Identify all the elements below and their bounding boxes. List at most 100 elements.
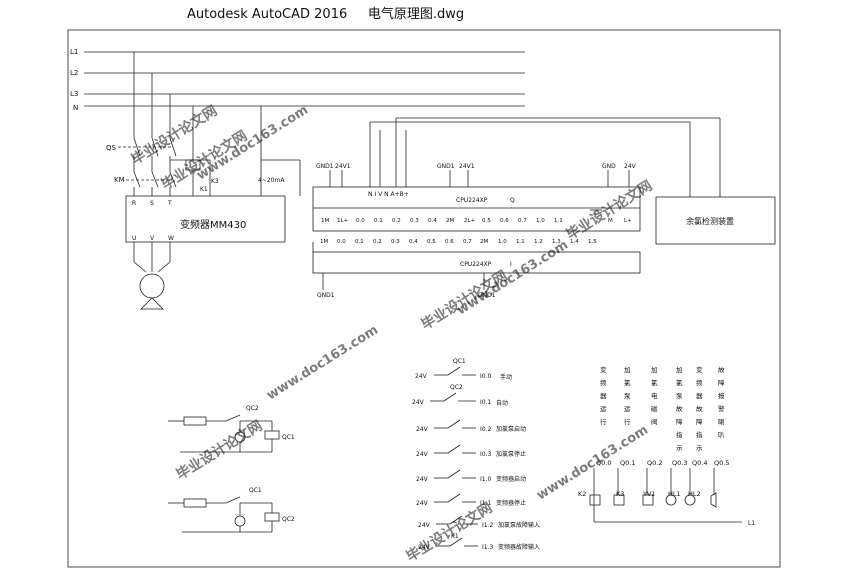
plc-out-term: 1L+ (337, 218, 349, 224)
plc-in-term: 0.6 (445, 239, 454, 245)
svg-text:变频器故障输入: 变频器故障输入 (498, 543, 540, 551)
drawing-frame (67, 29, 781, 568)
side1-coil-label: QC1 (282, 434, 295, 441)
side1-contact-label: QC2 (246, 405, 259, 412)
svg-text:加氯泵停止: 加氯泵停止 (496, 450, 526, 458)
output-col-device: K2 (578, 490, 586, 498)
motor-symbol (139, 273, 165, 299)
svg-text:QC1: QC1 (453, 358, 466, 365)
inv-term-v: V (150, 235, 155, 242)
plc-in-gnd1: GND1 (317, 292, 335, 299)
output-col-desc: 加氯电磁阀 (651, 365, 658, 426)
output-col-addr: Q0.2 (647, 459, 662, 467)
plc-out-term: 2L+ (464, 218, 476, 224)
plc-out-term: 0.5 (482, 218, 491, 224)
plc-out-term: M (608, 218, 613, 224)
plc-in-term: 1.3 (552, 239, 561, 245)
plc-out-term: 0.3 (410, 218, 419, 224)
plc-out-top-24v: 24V (624, 163, 637, 170)
output-col-desc: 变频器运行 (600, 365, 607, 426)
plc-input-module (312, 251, 641, 274)
plc-out-term: 0.7 (518, 218, 527, 224)
svg-text:24V: 24V (416, 451, 429, 458)
svg-text:I0.2: I0.2 (480, 426, 491, 433)
svg-text:I0.3: I0.3 (480, 451, 491, 458)
svg-text:K1: K1 (451, 533, 459, 540)
plc-out-top-gnd1: GND1 (316, 163, 334, 170)
plc-comm-label: N I V N A+B+ (368, 191, 409, 198)
svg-text:24V: 24V (416, 500, 429, 507)
plc-out-term: 1.0 (536, 218, 545, 224)
output-line-l1: L1 (748, 520, 755, 527)
plc-in-term: 0.4 (409, 239, 418, 245)
plc-in-term: 0.1 (355, 239, 364, 245)
output-col-addr: Q0.1 (620, 459, 635, 467)
line-label-l3: L3 (70, 90, 78, 98)
plc-out-terminal-labels: 1M 1L+ 0.0 0.1 0.2 0.3 0.4 2M 2L+ 0.5 0.… (321, 218, 632, 224)
svg-text:I0.1: I0.1 (480, 399, 491, 406)
plc-out-top-gnd: GND (602, 163, 616, 170)
output-col-addr: Q0.3 (672, 459, 687, 467)
km-label: KM (114, 176, 125, 184)
analog-label: 4~20mA (258, 177, 285, 184)
svg-text:24V: 24V (412, 399, 425, 406)
plc-out-term: 2M (446, 218, 454, 224)
plc-in-term: 0.5 (427, 239, 436, 245)
svg-text:I1.1: I1.1 (480, 500, 491, 507)
plc-in-gnd1b: GND1 (478, 292, 496, 299)
plc-out-term: 0.0 (356, 218, 365, 224)
plc-in-term: 1.0 (498, 239, 507, 245)
plc-out-term: 1M (321, 218, 329, 224)
svg-text:毕业设计论文网: 毕业设计论文网 (418, 267, 510, 333)
window-title: Autodesk AutoCAD 2016 电气原理图.dwg (187, 7, 465, 22)
plc-out-term: 1.1 (554, 218, 563, 224)
output-col-desc: 加氯泵运行 (624, 365, 631, 426)
plc-in-term: 2M (480, 239, 488, 245)
plc-out-term: L+ (624, 218, 632, 224)
plc-in-term: 1.2 (534, 239, 543, 245)
svg-text:毕业设计论文网: 毕业设计论文网 (128, 102, 220, 168)
output-col-addr: Q0.0 (596, 459, 611, 467)
plc-out-term: 0.2 (392, 218, 401, 224)
output-col-addr: Q0.4 (692, 459, 707, 467)
output-col-desc: 故障报警喇叭 (718, 365, 725, 439)
plc-in-model: CPU224XP (460, 261, 492, 268)
svg-text:24V: 24V (418, 522, 431, 529)
plc-in-term: 1M (320, 239, 328, 245)
plc-out-top-24v1: 24V1 (335, 163, 351, 170)
output-col-device: YV1 (642, 490, 656, 498)
output-col-device: K3 (616, 490, 624, 498)
plc-out-term: 0.1 (374, 218, 383, 224)
plc-out-top-gnd1b: GND1 (437, 163, 455, 170)
svg-text:24V: 24V (418, 544, 431, 551)
svg-text:加氯泵故障输入: 加氯泵故障输入 (498, 521, 540, 529)
output-col-desc: 变频器故障指示 (696, 365, 703, 452)
inv-term-t: T (167, 200, 172, 207)
svg-text:毕业设计论文网: 毕业设计论文网 (403, 499, 495, 565)
output-col-device: HL2 (688, 490, 701, 498)
svg-text:I1.0: I1.0 (480, 476, 491, 483)
line-label-n: N (73, 104, 78, 112)
line-label-l1: L1 (70, 48, 78, 56)
plc-in-term: 1.4 (570, 239, 579, 245)
remote-device-box (655, 196, 776, 245)
plc-in-term: 0.0 (337, 239, 346, 245)
output-col-device: HL1 (668, 490, 681, 498)
inv-term-w: W (168, 235, 174, 242)
side2-contact-label: QC1 (249, 487, 262, 494)
svg-text:手动: 手动 (500, 373, 512, 381)
plc-in-term: 1.1 (516, 239, 525, 245)
watermark-group: 毕业设计论文网 www.doc163.com 毕业设计论文网 毕业设计论文网 w… (128, 102, 655, 565)
output-col-desc: 加氯泵故障指示 (676, 365, 683, 452)
plc-in-term: 1.5 (588, 239, 597, 245)
svg-text:24V: 24V (415, 373, 428, 380)
plc-in-term: 0.7 (463, 239, 472, 245)
svg-text:www.doc163.com: www.doc163.com (194, 103, 311, 184)
plc-in-terminal-labels: 1M 0.0 0.1 0.2 0.3 0.4 0.5 0.6 0.7 2M 1.… (320, 239, 597, 245)
svg-text:变频器停止: 变频器停止 (496, 499, 526, 507)
k1-label: K1 (200, 186, 208, 193)
remote-device-label: 余氯检测装置 (686, 216, 734, 226)
inverter-box (125, 195, 286, 243)
